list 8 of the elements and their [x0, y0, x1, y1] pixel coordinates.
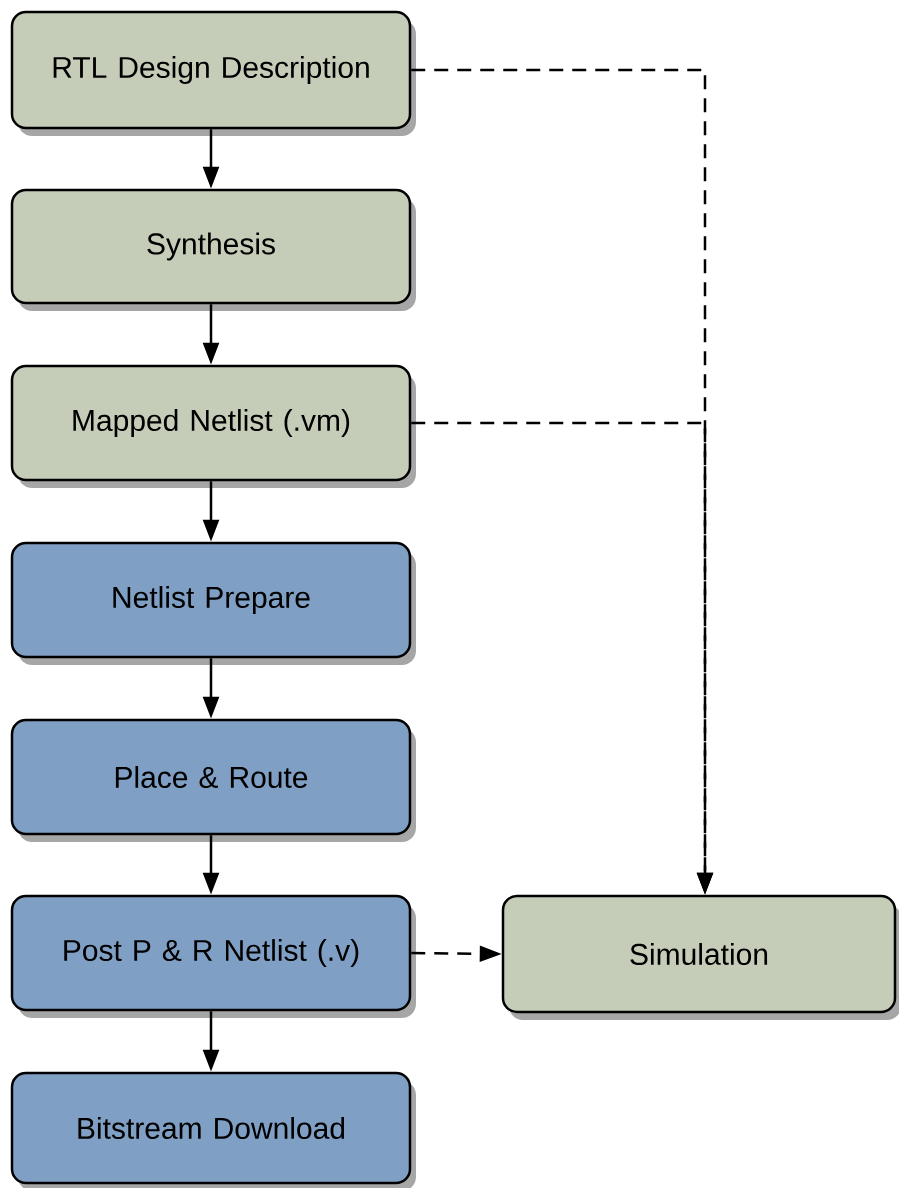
process-box: Synthesis	[10, 188, 416, 311]
process-box: Post P & R Netlist (.v)	[10, 894, 416, 1018]
process-box: Simulation	[501, 894, 899, 1020]
process-box: Netlist Prepare	[10, 541, 416, 665]
process-box: Place & Route	[10, 718, 416, 842]
process-box: Mapped Netlist (.vm)	[10, 364, 416, 488]
process-box: Bitstream Download	[10, 1071, 416, 1188]
process-box: RTL Design Description	[10, 10, 416, 136]
